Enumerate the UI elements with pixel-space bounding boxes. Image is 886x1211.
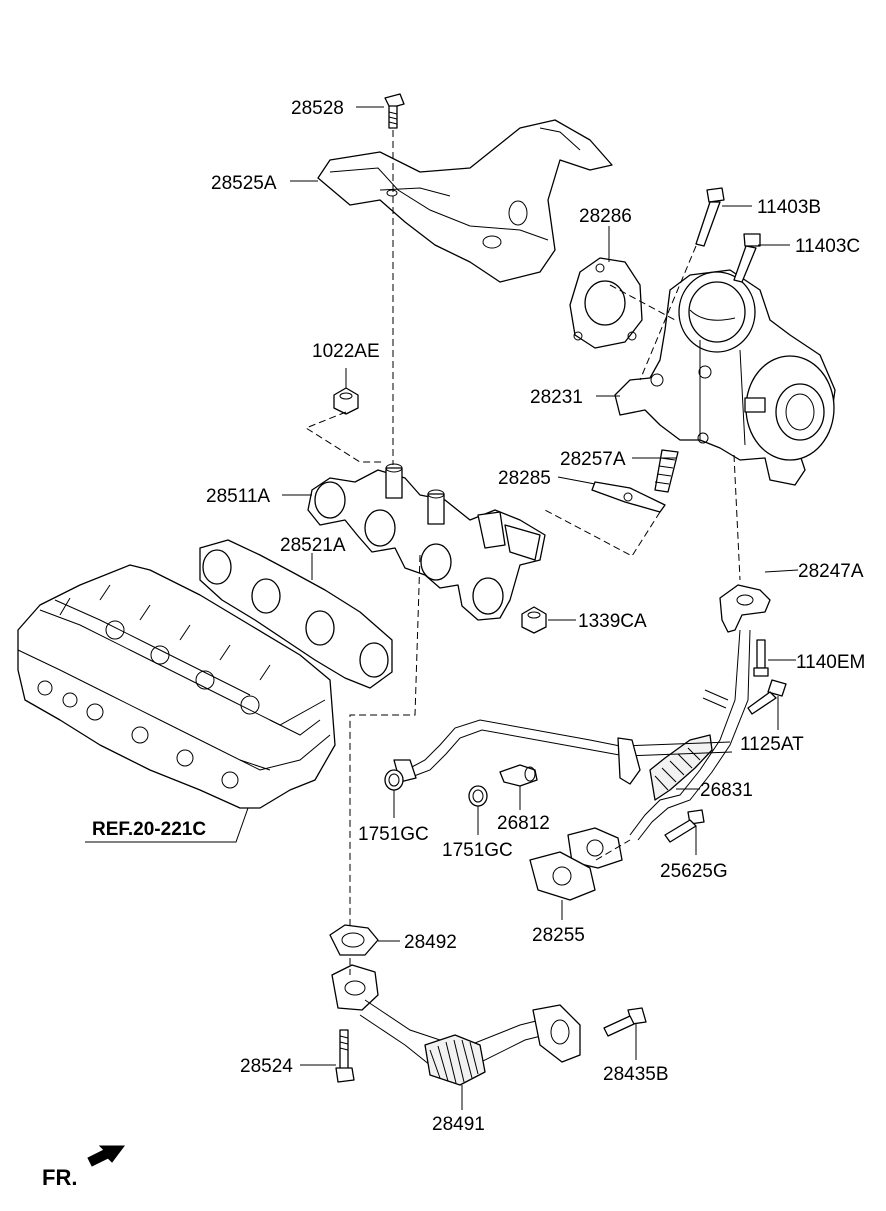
- callout-28521A: 28521A: [280, 535, 346, 556]
- bolt-11403B: [695, 187, 725, 247]
- callout-28257A: 28257A: [560, 449, 626, 470]
- gasket-28285: [591, 481, 666, 513]
- callout-28492: 28492: [404, 932, 457, 953]
- callout-labels: 28528 28525A 28286 11403B 11403C 1022AE …: [42, 98, 865, 1190]
- leader-lines: [85, 106, 799, 1110]
- callout-1751GC-left: 1751GC: [358, 824, 429, 845]
- manifold-gasket: [199, 539, 393, 689]
- callout-28528: 28528: [291, 98, 344, 119]
- callout-25625G: 25625G: [660, 861, 728, 882]
- callout-28286: 28286: [579, 206, 632, 227]
- washer-1751GC-a: [384, 769, 404, 791]
- stud-28257A: [654, 449, 679, 493]
- callout-1140EM: 1140EM: [796, 652, 865, 673]
- callout-28247A: 28247A: [798, 561, 864, 582]
- bolt-28435B: [603, 1007, 647, 1037]
- callout-11403B: 11403B: [757, 197, 821, 218]
- oil-feed-tube: [393, 584, 771, 841]
- nut-1022AE: [333, 387, 359, 415]
- bolt-1125AT: [747, 679, 787, 715]
- callout-28491: 28491: [432, 1114, 485, 1135]
- callout-1751GC-right: 1751GC: [442, 840, 513, 861]
- callout-28511A: 28511A: [206, 486, 270, 507]
- front-arrow-icon: [87, 1145, 125, 1167]
- callout-28231: 28231: [530, 387, 583, 408]
- bolt-11403C: [733, 233, 761, 283]
- flange-gasket-28255: [529, 827, 623, 901]
- callout-1339CA: 1339CA: [578, 611, 647, 632]
- callout-28285: 28285: [498, 468, 551, 489]
- callout-26831: 26831: [700, 780, 753, 801]
- nut-1339CA: [521, 606, 547, 634]
- heat-shield: [317, 119, 613, 283]
- callout-1125AT: 1125AT: [740, 734, 804, 755]
- assembly-lines: [304, 130, 741, 975]
- callout-28255: 28255: [532, 925, 585, 946]
- washer-1751GC-b: [468, 785, 488, 807]
- front-label: FR.: [42, 1165, 77, 1190]
- callout-26812: 26812: [497, 813, 550, 834]
- gasket-28492: [329, 924, 379, 956]
- bolt-28524: [335, 1029, 355, 1083]
- exhaust-manifold: [307, 463, 546, 621]
- turbo-gasket-28286: [569, 257, 643, 349]
- bolt-1140EM: [753, 639, 769, 677]
- callout-28435B: 28435B: [603, 1064, 669, 1085]
- cylinder-head: [17, 564, 336, 809]
- egr-pipe: [331, 964, 581, 1086]
- bolt-28528: [384, 93, 405, 129]
- callout-1022AE: 1022AE: [312, 341, 380, 362]
- callout-28524: 28524: [240, 1056, 293, 1077]
- turbocharger: [614, 269, 836, 486]
- reference-label: REF.20-221C: [92, 819, 206, 840]
- bolt-25625G: [664, 809, 705, 843]
- callout-28525A: 28525A: [211, 173, 277, 194]
- callout-11403C: 11403C: [795, 236, 860, 257]
- banjo-bolt-26812: [499, 764, 538, 787]
